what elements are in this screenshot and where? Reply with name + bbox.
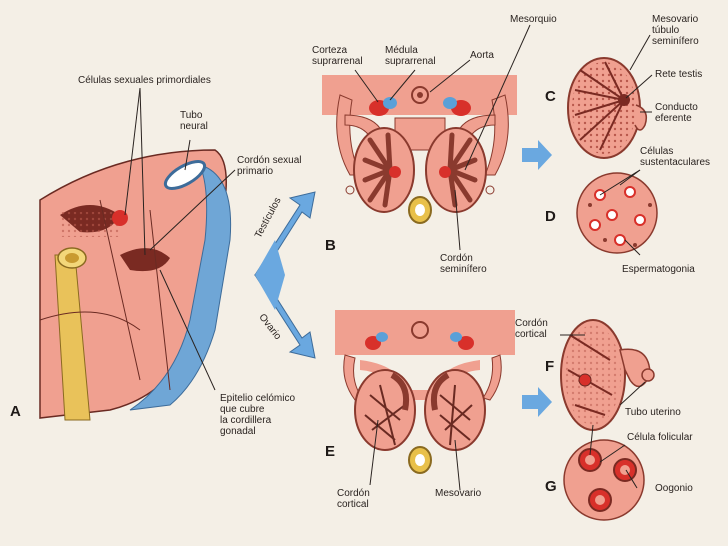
- label-celulas-primordiales: Células sexuales primordiales: [78, 75, 211, 86]
- letter-b: B: [325, 237, 336, 254]
- panel-c-testis: [568, 58, 646, 158]
- letter-f: F: [545, 358, 554, 375]
- label-mesovario: Mesovario: [435, 488, 481, 499]
- panel-b-testis-development: [322, 75, 517, 223]
- label-conducto-eferente: Conducto eferente: [655, 102, 698, 124]
- letter-c: C: [545, 88, 556, 105]
- letter-a: A: [10, 403, 21, 420]
- letter-d: D: [545, 208, 556, 225]
- label-tubo-uterino: Tubo uterino: [625, 407, 681, 418]
- label-medula: Médula suprarrenal: [385, 45, 436, 67]
- label-espermatogonia: Espermatogonia: [622, 264, 695, 275]
- panel-e-ovary-development: [335, 310, 515, 473]
- label-mesovario-tubulo: Mesovario túbulo seminífero: [652, 14, 699, 47]
- label-tubo-neural: Tubo neural: [180, 110, 208, 132]
- label-oogonio: Oogonio: [655, 483, 693, 494]
- letter-g: G: [545, 478, 557, 495]
- label-cordon-seminifero: Cordón seminífero: [440, 253, 487, 275]
- label-aorta: Aorta: [470, 50, 494, 61]
- label-epitelio: Epitelio celómico que cubre la cordiller…: [220, 393, 295, 437]
- panel-a-embryo: [40, 150, 231, 420]
- label-celulas-sustentaculares: Células sustentaculares: [640, 146, 710, 168]
- label-celula-folicular: Célula folicular: [627, 432, 693, 443]
- label-cordon-sexual: Cordón sexual primario: [237, 155, 301, 177]
- label-mesorquio: Mesorquio: [510, 14, 557, 25]
- label-cordon-cortical-f: Cordón cortical: [515, 318, 548, 340]
- label-rete-testis: Rete testis: [655, 69, 702, 80]
- letter-e: E: [325, 443, 335, 460]
- label-cordon-cortical-e: Cordón cortical: [337, 488, 370, 510]
- panel-d-seminiferous-cord: [577, 173, 657, 253]
- label-corteza: Corteza suprarrenal: [312, 45, 363, 67]
- progression-arrows: [522, 140, 552, 417]
